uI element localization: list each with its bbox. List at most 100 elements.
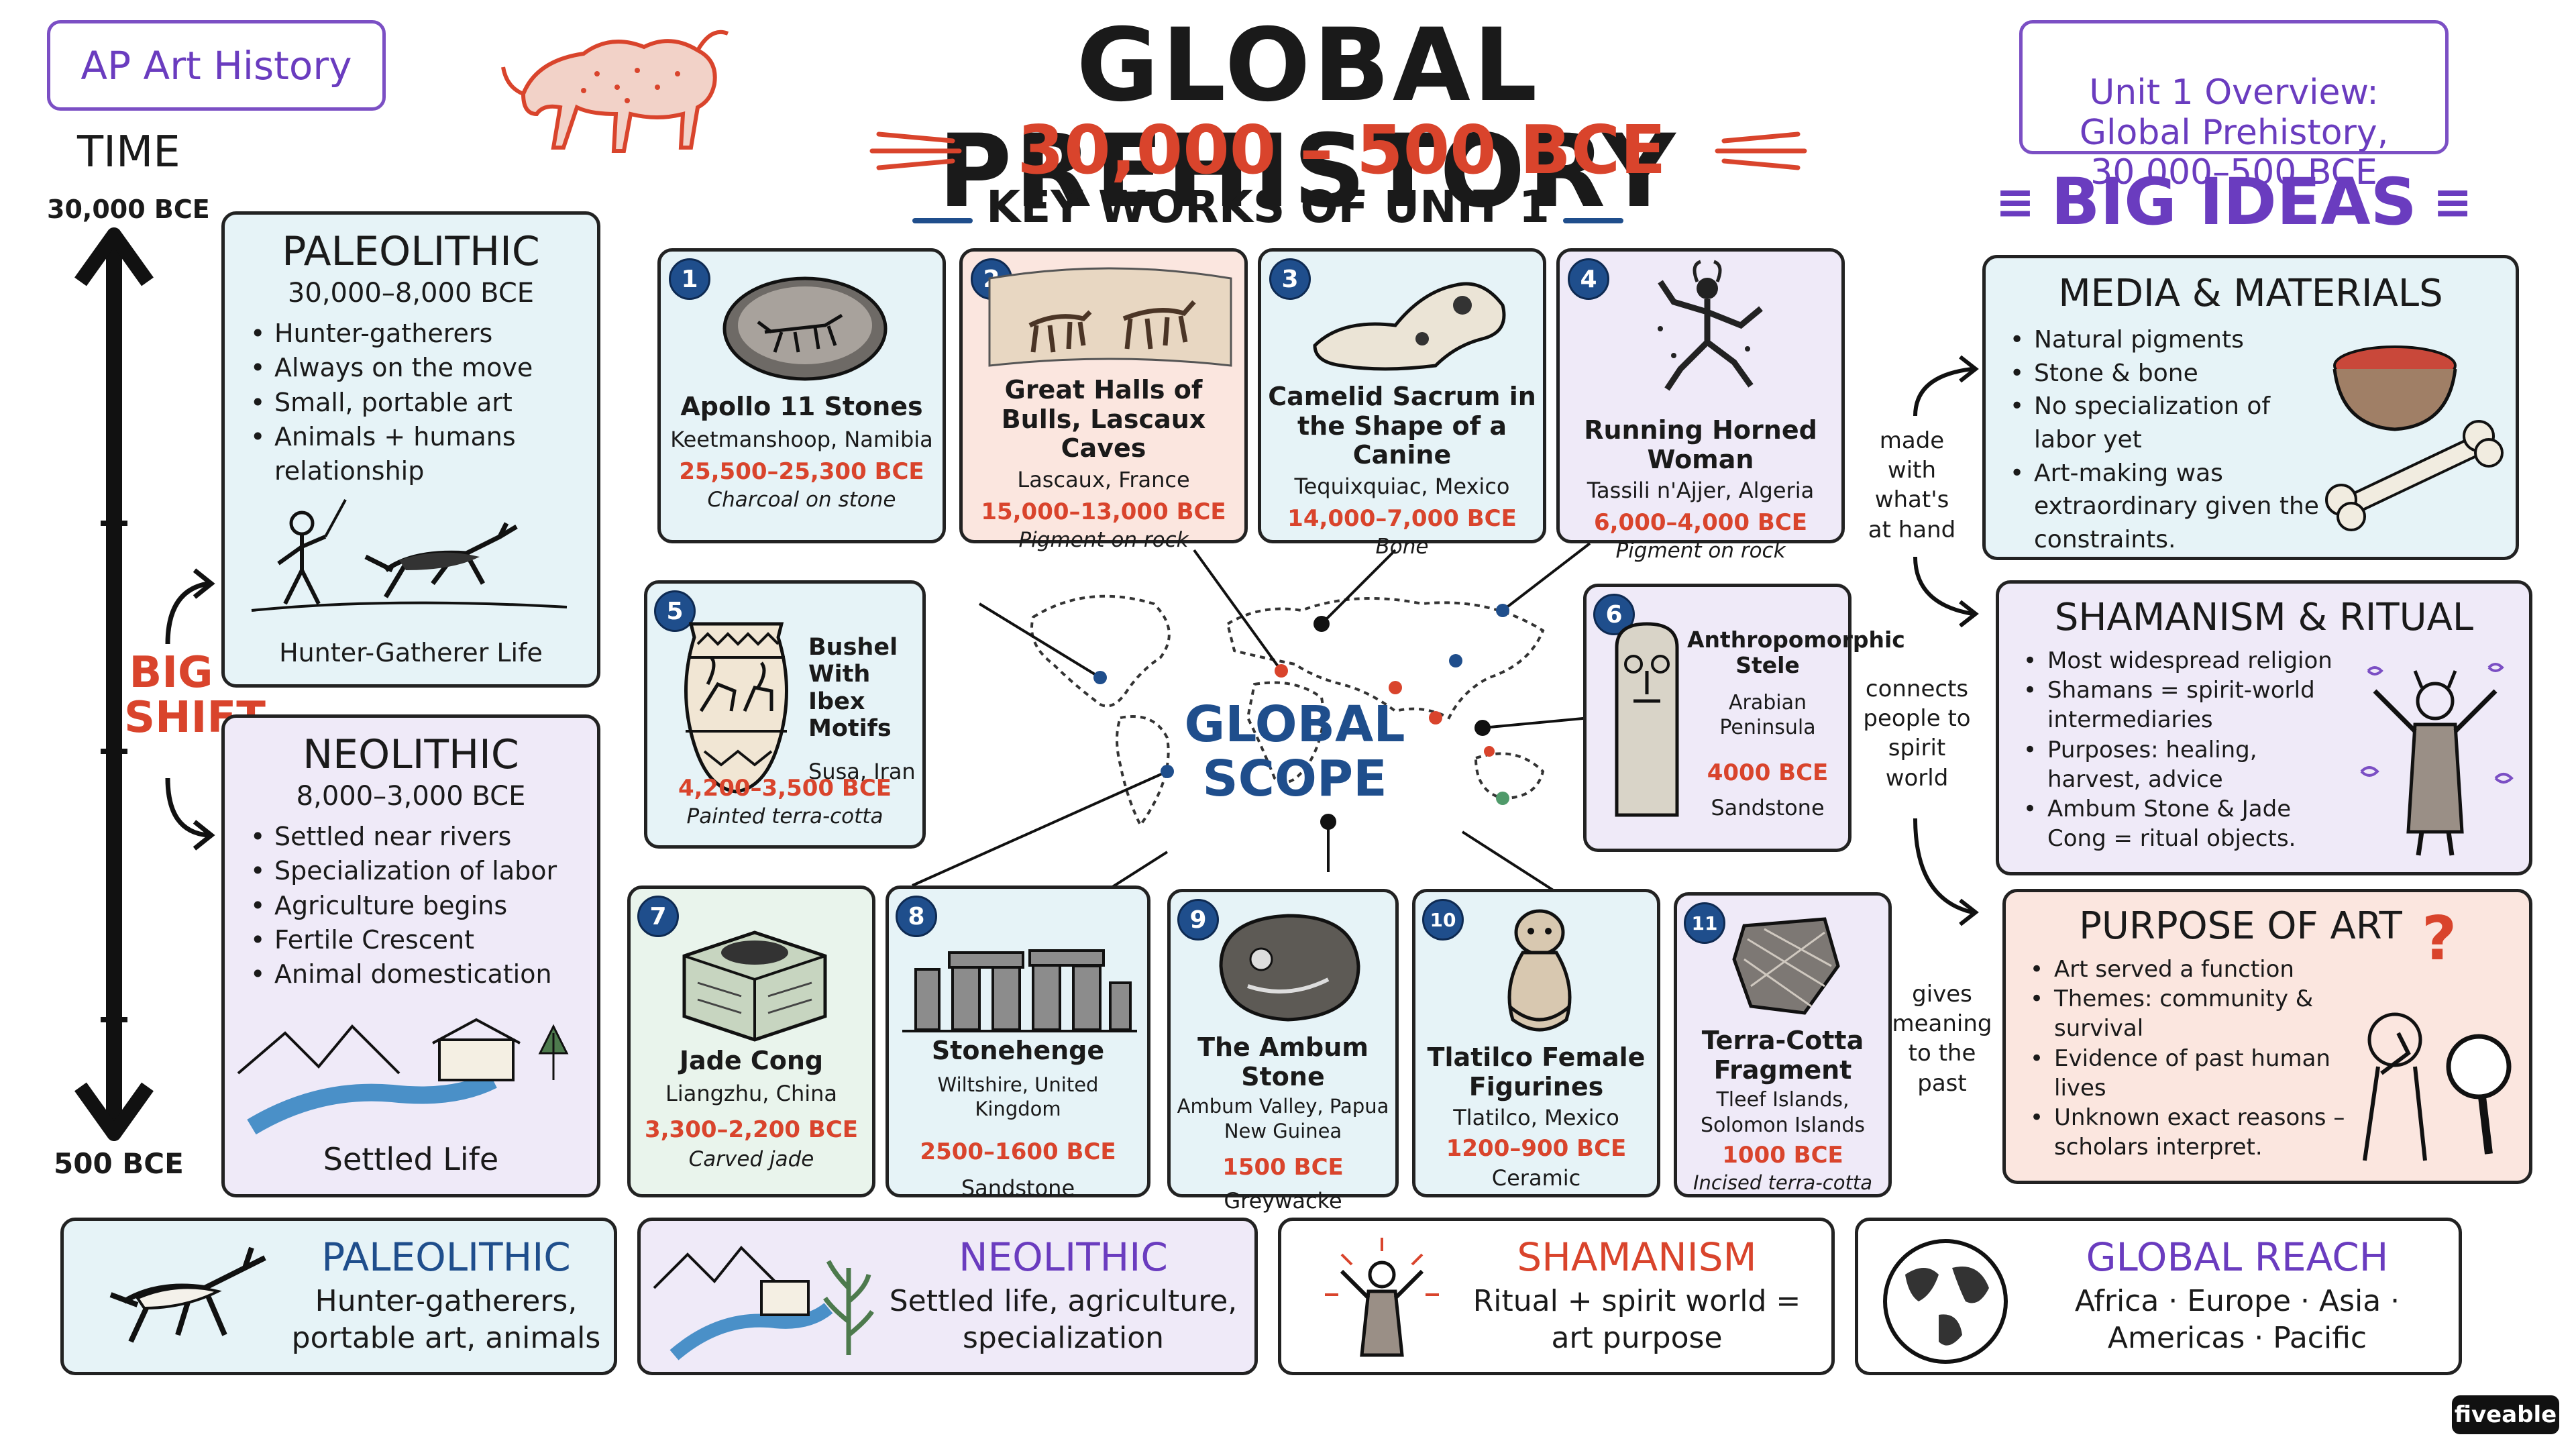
work-title-8: Stonehenge [931,1036,1105,1065]
heading-rule-left [912,217,973,223]
fiveable-logo-text: fiveable [2454,1401,2557,1428]
global-scope-label: GLOBAL SCOPE [1184,696,1405,808]
work-medium-10: Ceramic [1491,1165,1581,1191]
ambum-stone-illustration [1219,914,1360,1022]
purpose-title: PURPOSE OF ART [2079,904,2402,948]
work-medium-8: Sandstone [961,1175,1075,1201]
list-item: Art-making was extraordinary given the c… [2004,457,2320,557]
list-item: Always on the move [245,351,577,386]
work-location-6: Arabian Peninsula [1719,690,1816,740]
work-medium-5: Painted terra-cotta [686,804,883,828]
summary-paleolithic-title: PALEOLITHIC [321,1234,571,1280]
work-number-5: 5 [654,590,696,632]
work-location-8: Wiltshire, United Kingdom [937,1073,1099,1120]
unit-overview-badge: Unit 1 Overview: Global Prehistory, 30,0… [2019,20,2449,193]
work-date-9: 1500 BCE [1222,1153,1344,1181]
summary-shamanism-text: Ritual + spirit world = art purpose [1472,1284,1801,1355]
list-item: Hunter-gatherers [245,317,577,352]
work-card-8: 8 Stonehenge Wiltshire, United Kingdom 2… [885,885,1150,1201]
paleolithic-card: PALEOLITHIC 30,000–8,000 BCE Hunter-gath… [221,211,600,688]
tlatilco-figurine-illustration [1507,909,1572,1032]
neolithic-card: NEOLITHIC 8,000–3,000 BCE Settled near r… [221,714,600,1197]
work-location-3: Tequixquiac, Mexico [1294,474,1510,500]
connector-made-with: made with what's at hand [1868,427,1956,543]
work-date-6: 4000 BCE [1707,759,1829,786]
work-date-2: 15,000–13,000 BCE [981,498,1226,526]
work-card-5: 5 Bushel With Ibex Motifs Susa, Iran 4,2… [644,580,926,849]
work-card-3: 3 Camelid Sacrum in the Shape of a Canin… [1258,248,1546,559]
neolithic-bullets: Settled near rivers Specialization of la… [245,820,577,992]
date-range: 30,000 – 500 BCE [1017,111,1666,189]
work-date-4: 6,000–4,000 BCE [1593,509,1808,537]
work-card-4: 4 Running Horned Woman Tassili n'Ajjer, … [1556,248,1845,563]
work-date-7: 3,300–2,200 BCE [644,1116,859,1143]
summary-neolithic-title: NEOLITHIC [959,1234,1168,1280]
work-card-9: 9 The Ambum Stone Ambum Valley, Papua Ne… [1167,889,1399,1214]
list-item: No specialization of labor yet [2004,390,2320,456]
river-plant-icon [653,1246,874,1360]
work-location-11: Tleef Islands, Solomon Islands [1700,1088,1866,1137]
shamanism-ritual-card: SHAMANISM & RITUAL Most widespread relig… [1996,580,2532,875]
work-title-7: Jade Cong [679,1046,824,1075]
list-item: Ambum Stone & Jade Cong = ritual objects… [2018,794,2340,853]
media-materials-card: MEDIA & MATERIALS Natural pigments Stone… [1982,255,2519,560]
heading-rule-right [1562,217,1623,223]
work-location-10: Tlatilco, Mexico [1453,1105,1619,1131]
work-card-2: 2 Great Halls of Bulls, Lascaux Caves La… [959,248,1248,552]
work-title-1: Apollo 11 Stones [680,392,923,421]
work-card-11: 11 Terra-Cotta Fragment Tleef Islands, S… [1674,892,1892,1197]
time-label: TIME [77,127,180,177]
key-works-heading: KEY WORKS OF UNIT 1 [872,181,1664,233]
timeline-arrow [74,227,154,1141]
work-number-11: 11 [1684,902,1725,944]
title-dash-right [1715,131,1807,170]
list-item: Art served a function [2025,955,2353,984]
list-item: Animal domestication [245,957,577,992]
summary-global-reach: GLOBAL REACH Africa · Europe · Asia · Am… [1855,1218,2462,1375]
big-ideas-heading-text: BIG IDEAS [2051,164,2417,239]
list-item: Animals + humans relationship [245,420,577,489]
badge-label: AP Art History [80,42,352,89]
neolithic-dates: 8,000–3,000 BCE [296,781,526,812]
list-item: Most widespread religion [2018,646,2340,676]
work-card-10: 10 Tlatilco Female Figurines Tlatilco, M… [1412,889,1660,1197]
stonehenge-illustration [902,949,1137,1032]
work-number-3: 3 [1269,258,1311,300]
shamanism-title: SHAMANISM & RITUAL [2054,596,2474,639]
work-title-11: Terra-Cotta Fragment [1701,1026,1864,1085]
horned-woman-illustration [1658,260,1763,391]
work-number-9: 9 [1177,899,1219,941]
summary-neolithic: NEOLITHIC Settled life, agriculture, spe… [637,1218,1258,1375]
work-medium-4: Pigment on rock [1615,539,1786,564]
paleolithic-title: PALEOLITHIC [282,228,540,275]
neolithic-title: NEOLITHIC [303,731,519,778]
work-medium-11: Incised terra-cotta [1693,1171,1872,1195]
thinker-magnifier-illustration: ? [2363,904,2512,1161]
list-item: Small, portable art [245,386,577,421]
big-ideas-heading: ≡ BIG IDEAS ≡ [1945,164,2522,239]
heading-lines-left: ≡ [1995,174,2035,229]
shamanism-bullets: Most widespread religion Shamans = spiri… [2018,646,2340,853]
list-item: Settled near rivers [245,820,577,855]
work-location-1: Keetmanshoop, Namibia [670,426,933,452]
shaman-icon [1325,1238,1439,1357]
work-title-4: Running Horned Woman [1584,415,1817,474]
paleolithic-bullets: Hunter-gatherers Always on the move Smal… [245,317,577,488]
list-item: Shamans = spirit-world intermediaries [2018,676,2340,735]
page-title: GLOBAL PREHISTORY [938,7,1678,230]
summary-paleolithic: PALEOLITHIC Hunter-gatherers, portable a… [60,1218,617,1375]
summary-global-text: Africa · Europe · Asia · Americas · Paci… [2074,1284,2400,1355]
work-date-1: 25,500–25,300 BCE [679,458,924,485]
globe-icon [1883,1239,2008,1364]
pigment-bowl-bone-illustration [2325,345,2504,531]
list-item: Fertile Crescent [245,923,577,958]
summary-paleolithic-text: Hunter-gatherers, portable art, animals [291,1284,601,1355]
summary-neolithic-text: Settled life, agriculture, specializatio… [889,1284,1238,1355]
work-medium-3: Bone [1375,535,1429,559]
river-village-illustration [237,1018,569,1135]
paleolithic-dates: 30,000–8,000 BCE [287,278,535,309]
deer-icon [109,1246,266,1343]
connector-arrows [1913,355,1979,926]
stele-illustration [1615,622,1679,817]
